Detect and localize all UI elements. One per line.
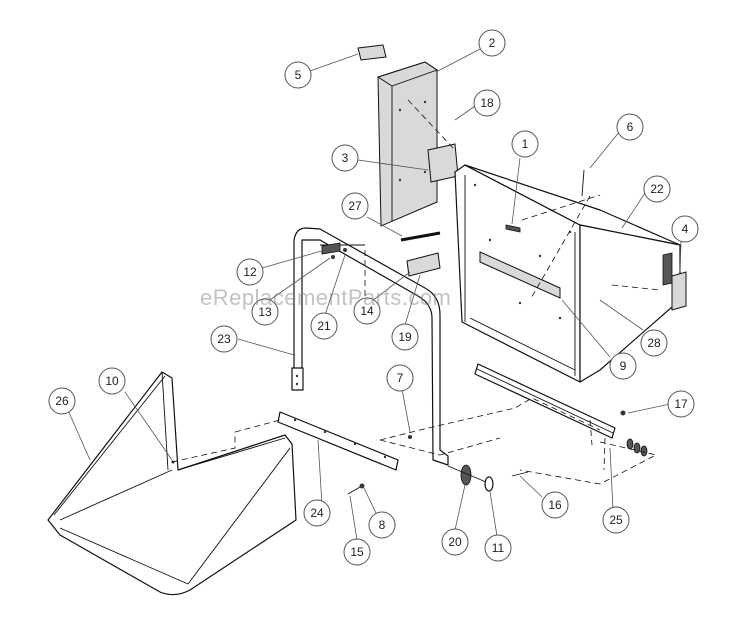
callout-label: 12 [243, 265, 257, 279]
callout-label: 1 [522, 137, 529, 151]
part-wheel-hub [447, 464, 494, 492]
callout-4: 4 [671, 215, 699, 243]
callout-18: 18 [473, 89, 501, 117]
callout-7: 7 [386, 364, 414, 392]
assembly-lines [171, 99, 661, 485]
callout-label: 18 [480, 96, 494, 110]
callout-label: 13 [258, 305, 272, 319]
callout-11: 11 [484, 534, 512, 562]
part-frame-handle [291, 227, 449, 466]
part-tray [47, 371, 297, 596]
callout-label: 24 [310, 506, 324, 520]
callout-25: 25 [602, 506, 630, 534]
callout-label: 3 [342, 151, 349, 165]
callout-10: 10 [98, 367, 126, 395]
callout-8: 8 [368, 511, 396, 539]
part-mount-bar-24 [277, 411, 399, 471]
callout-3: 3 [331, 144, 359, 172]
callout-label: 17 [674, 397, 688, 411]
callout-label: 27 [348, 199, 362, 213]
callout-label: 9 [620, 359, 627, 373]
callout-label: 4 [682, 222, 689, 236]
callout-1: 1 [511, 130, 539, 158]
callout-20: 20 [441, 528, 469, 556]
callout-label: 20 [448, 535, 462, 549]
callout-label: 8 [379, 518, 386, 532]
part-bolt-7 [408, 435, 412, 439]
callout-21: 21 [310, 312, 338, 340]
callout-label: 25 [609, 513, 623, 527]
part-decal-5 [357, 44, 387, 61]
callout-label: 11 [492, 541, 505, 555]
callout-27: 27 [341, 192, 369, 220]
callout-label: 6 [627, 120, 634, 134]
part-angle-bar-25 [474, 363, 616, 439]
part-bolt-6 [581, 169, 585, 197]
part-hardware-right [511, 410, 648, 477]
callout-label: 19 [398, 330, 412, 344]
callout-15: 15 [343, 538, 371, 566]
callout-label: 28 [647, 336, 661, 350]
callout-12: 12 [236, 258, 264, 286]
part-decal-14 [406, 252, 441, 277]
callout-23: 23 [210, 325, 238, 353]
callout-label: 15 [350, 545, 364, 559]
part-seat-pad [376, 61, 438, 227]
callout-2: 2 [478, 29, 506, 57]
callout-26: 26 [48, 387, 76, 415]
callout-13: 13 [251, 298, 279, 326]
callout-19: 19 [391, 323, 419, 351]
callout-14: 14 [353, 297, 381, 325]
part-hopper-back [454, 164, 681, 383]
part-hardware-cluster [321, 242, 347, 259]
callout-label: 23 [217, 332, 231, 346]
callout-16: 16 [541, 491, 569, 519]
callout-5: 5 [284, 61, 312, 89]
part-bolt-nut-15-8 [347, 483, 365, 495]
callout-label: 16 [548, 498, 562, 512]
callout-6: 6 [616, 113, 644, 141]
callout-label: 2 [489, 36, 496, 50]
leader-lines [66, 47, 682, 541]
callout-label: 14 [360, 304, 374, 318]
part-rod-27 [400, 231, 441, 242]
callout-label: 22 [650, 182, 664, 196]
callout-9: 9 [609, 352, 637, 380]
callout-22: 22 [643, 175, 671, 203]
callout-label: 10 [105, 374, 119, 388]
callout-label: 26 [55, 394, 69, 408]
callout-17: 17 [667, 390, 695, 418]
part-decal-4 [671, 271, 687, 311]
callout-label: 21 [317, 319, 331, 333]
callout-label: 7 [397, 371, 404, 385]
callout-24: 24 [303, 499, 331, 527]
part-decal-3 [427, 143, 459, 183]
callout-label: 5 [295, 68, 302, 82]
callout-28: 28 [640, 329, 668, 357]
